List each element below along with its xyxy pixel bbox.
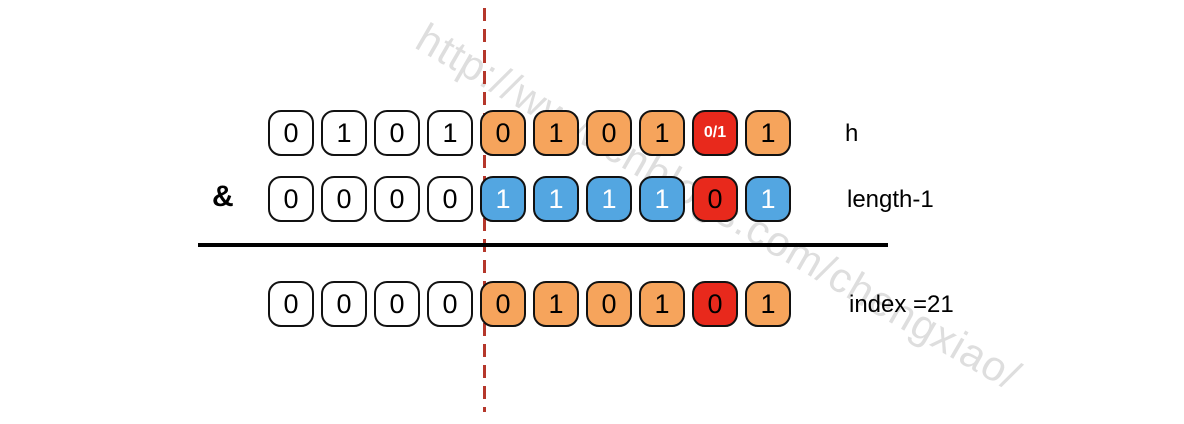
bit-cell: 1 bbox=[745, 281, 791, 327]
bit-cell: 0 bbox=[692, 281, 738, 327]
bit-cell: 0 bbox=[268, 110, 314, 156]
bit-cell: 1 bbox=[639, 110, 685, 156]
bit-cell: 0 bbox=[586, 110, 632, 156]
bit-cell: 0 bbox=[374, 281, 420, 327]
bit-cell: 0 bbox=[374, 176, 420, 222]
bit-cell: 0 bbox=[374, 110, 420, 156]
result-divider-line bbox=[198, 243, 888, 247]
bit-cell: 0 bbox=[268, 176, 314, 222]
bit-cell: 0 bbox=[268, 281, 314, 327]
row-label-h: h bbox=[845, 120, 859, 147]
bit-cell: 0 bbox=[480, 110, 526, 156]
bit-cell: 1 bbox=[427, 110, 473, 156]
bit-cell: 0 bbox=[321, 176, 367, 222]
bit-row-length-minus-1: 0 0 0 0 1 1 1 1 0 1 bbox=[268, 176, 791, 222]
bit-cell: 0 bbox=[480, 281, 526, 327]
bit-cell: 0 bbox=[427, 176, 473, 222]
bit-cell: 1 bbox=[639, 176, 685, 222]
bit-cell: 1 bbox=[533, 176, 579, 222]
and-operator: & bbox=[212, 180, 234, 213]
bit-cell: 1 bbox=[480, 176, 526, 222]
bit-cell: 1 bbox=[533, 281, 579, 327]
bit-cell: 1 bbox=[639, 281, 685, 327]
bit-cell: 0 bbox=[586, 281, 632, 327]
bit-cell: 0/1 bbox=[692, 110, 738, 156]
bit-cell: 0 bbox=[321, 281, 367, 327]
row-label-length-minus-1: length-1 bbox=[847, 186, 934, 213]
bit-row-index-result: 0 0 0 0 0 1 0 1 0 1 bbox=[268, 281, 791, 327]
bit-cell: 1 bbox=[533, 110, 579, 156]
bit-cell: 1 bbox=[586, 176, 632, 222]
bit-row-h: 0 1 0 1 0 1 0 1 0/1 1 bbox=[268, 110, 791, 156]
bit-cell: 1 bbox=[745, 176, 791, 222]
bit-cell: 1 bbox=[745, 110, 791, 156]
row-label-index-result: index =21 bbox=[849, 291, 954, 318]
bit-cell: 0 bbox=[692, 176, 738, 222]
bit-cell: 0 bbox=[427, 281, 473, 327]
bit-cell: 1 bbox=[321, 110, 367, 156]
